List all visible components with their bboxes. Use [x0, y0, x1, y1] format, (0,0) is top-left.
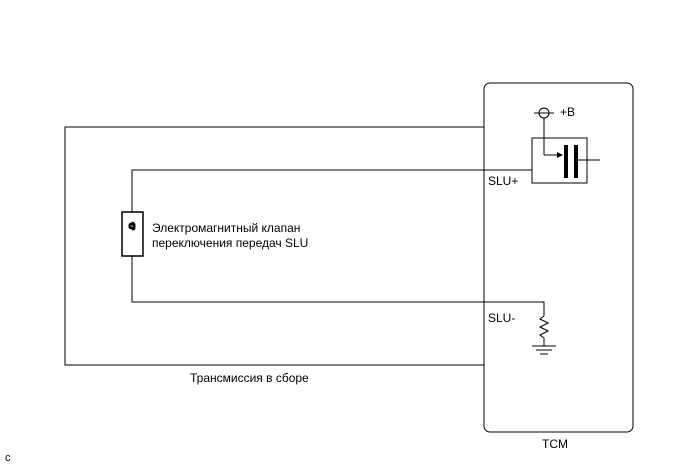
transistor-driver-icon	[531, 118, 600, 184]
resistor-icon	[538, 315, 550, 346]
slu-plus-wire	[131, 169, 532, 212]
solenoid-label-line1: Электромагнитный клапан	[152, 221, 300, 235]
slu-minus-label: SLU-	[488, 311, 515, 325]
ground-icon	[532, 345, 556, 355]
transmission-label: Трансмиссия в сборе	[190, 371, 309, 385]
slu-minus-wire	[131, 256, 545, 316]
transmission-assembly-outline	[64, 126, 484, 366]
tcm-label: TCM	[542, 437, 568, 451]
tcm-box	[483, 82, 634, 433]
solenoid-icon	[121, 211, 144, 257]
corner-mark: c	[5, 452, 11, 464]
slu-plus-label: SLU+	[488, 174, 518, 188]
solenoid-label-line2: переключения передач SLU	[152, 236, 308, 250]
power-label: +B	[560, 105, 575, 119]
